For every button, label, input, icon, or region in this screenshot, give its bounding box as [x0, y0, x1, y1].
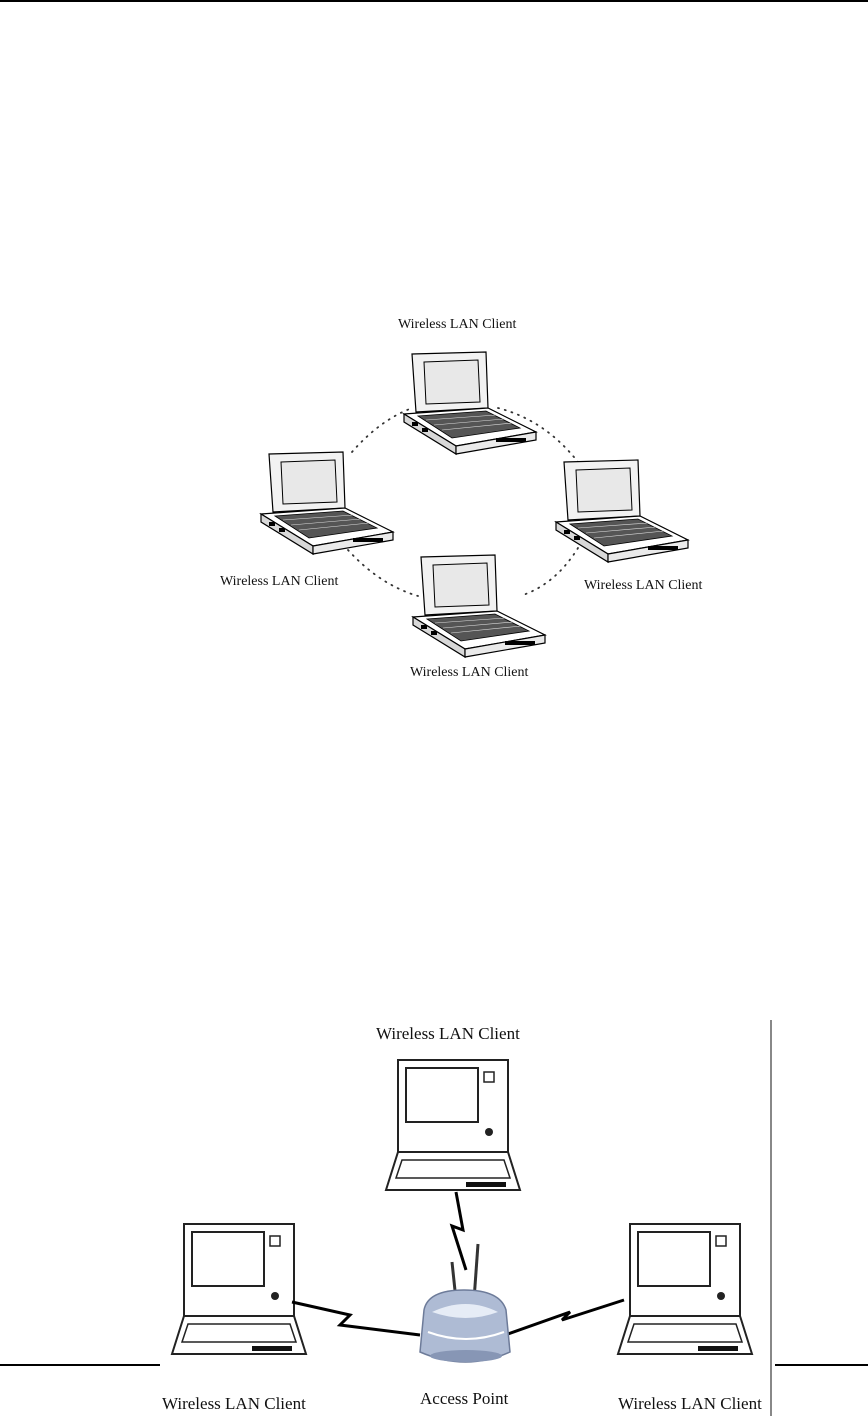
client-label: Wireless LAN Client	[220, 574, 338, 590]
wireless-link	[508, 1300, 624, 1334]
wireless-link	[452, 1192, 466, 1270]
client-label: Wireless LAN Client	[584, 578, 702, 594]
client-label: Wireless LAN Client	[162, 1394, 306, 1414]
laptop-icon	[556, 460, 688, 562]
laptop-icon	[172, 1224, 306, 1354]
laptop-icon	[261, 452, 393, 554]
access-point-label: Access Point	[420, 1389, 508, 1409]
access-point-icon	[420, 1244, 510, 1362]
laptop-icon	[404, 352, 536, 454]
client-label: Wireless LAN Client	[398, 317, 516, 333]
client-label: Wireless LAN Client	[618, 1394, 762, 1414]
frame-border	[770, 1020, 772, 1416]
laptop-icon	[386, 1060, 520, 1190]
client-label: Wireless LAN Client	[376, 1024, 520, 1044]
client-label: Wireless LAN Client	[410, 665, 528, 681]
laptop-icon	[618, 1224, 752, 1354]
laptop-icon	[413, 555, 545, 657]
wireless-link	[292, 1302, 420, 1335]
page-bottom-rule	[775, 1364, 868, 1366]
page-bottom-rule	[0, 1364, 160, 1366]
